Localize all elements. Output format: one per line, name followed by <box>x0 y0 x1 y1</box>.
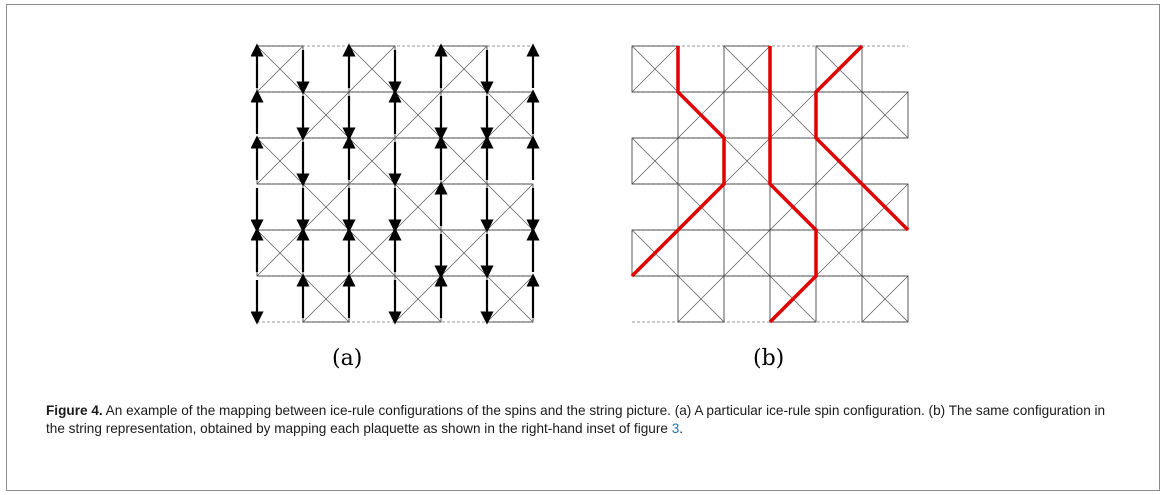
plaquette <box>723 229 771 277</box>
plaquette-diagonal <box>677 275 725 323</box>
plaquette-diagonal <box>256 137 304 185</box>
plaquette-diagonal <box>348 45 396 93</box>
plaquette <box>815 137 863 185</box>
plaquette-diagonal <box>440 137 488 185</box>
string-path <box>768 46 818 324</box>
plaquette-diagonal <box>302 91 350 139</box>
plaquette <box>769 275 817 323</box>
plaquette <box>769 183 817 231</box>
plaquette <box>861 275 909 323</box>
plaquette <box>815 45 863 93</box>
string-representation-panel <box>630 44 910 324</box>
plaquette <box>861 183 909 231</box>
plaquette-diagonal <box>302 183 350 231</box>
figure-frame <box>6 4 1160 491</box>
plaquette-diagonal <box>723 45 771 93</box>
string-path <box>630 46 726 278</box>
plaquette-diagonal <box>631 45 679 93</box>
plaquette-diagonal <box>486 91 534 139</box>
plaquette-diagonal <box>440 229 488 277</box>
plaquette-diagonal <box>394 275 442 323</box>
plaquette <box>677 183 725 231</box>
plaquette <box>677 91 725 139</box>
plaquette <box>631 229 679 277</box>
plaquette-diagonal <box>440 45 488 93</box>
plaquette-diagonal <box>815 229 863 277</box>
figure-reference-link[interactable]: 3 <box>671 420 680 436</box>
plaquette-diagonal <box>769 91 817 139</box>
plaquette-diagonal <box>861 91 909 139</box>
plaquette-diagonal <box>394 183 442 231</box>
plaquette-diagonal <box>302 275 350 323</box>
plaquette-diagonal <box>256 229 304 277</box>
panel-b-label: (b) <box>753 346 785 371</box>
caption-lead: Figure 4. <box>46 403 103 418</box>
plaquette-diagonal <box>723 229 771 277</box>
plaquette-diagonal <box>348 137 396 185</box>
plaquette <box>631 137 679 185</box>
plaquette-diagonal <box>486 183 534 231</box>
plaquette <box>677 275 725 323</box>
caption-text-2: . <box>679 420 684 436</box>
panel-a-label: (a) <box>332 346 363 371</box>
string-path <box>814 44 910 232</box>
plaquette-diagonal <box>256 45 304 93</box>
spin-configuration-panel <box>251 43 540 325</box>
plaquette-diagonal <box>394 91 442 139</box>
plaquette-diagonal <box>631 137 679 185</box>
plaquette <box>861 91 909 139</box>
plaquette-diagonal <box>486 275 534 323</box>
plaquette-diagonal <box>861 275 909 323</box>
caption-text-1: An example of the mapping between ice-ru… <box>46 403 1106 436</box>
plaquette-diagonal <box>723 137 771 185</box>
plaquette-diagonal <box>348 229 396 277</box>
figure-caption: Figure 4. An example of the mapping betw… <box>46 402 1126 437</box>
